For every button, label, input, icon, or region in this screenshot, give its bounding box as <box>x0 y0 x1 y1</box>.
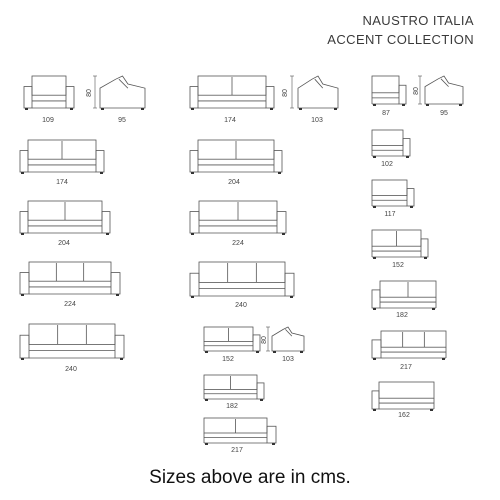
armchair-front <box>23 75 75 110</box>
label-armchair-height: 80 <box>86 89 93 97</box>
armchair-side <box>99 75 146 110</box>
brand-name: NAUSTRO ITALIA <box>362 13 474 28</box>
module-4 <box>371 280 437 310</box>
sofa-b-2 <box>189 200 287 235</box>
chaise-b-front <box>203 326 261 353</box>
label-chaise-b-2: 217 <box>231 447 243 454</box>
module-height-mark <box>418 75 422 105</box>
sizes-note: Sizes above are in cms. <box>149 467 351 488</box>
chaise-b-2 <box>203 417 277 445</box>
module-2 <box>371 179 415 208</box>
label-chaise-b-1: 182 <box>226 403 238 410</box>
sofa-a-1 <box>19 139 105 174</box>
sofa-a-4 <box>19 323 125 360</box>
label-sofa-a-1: 174 <box>56 179 68 186</box>
label-sofa-b-3: 240 <box>235 302 247 309</box>
sofa-b-side <box>297 75 339 110</box>
sofa-a-3 <box>19 261 121 296</box>
label-module-4: 182 <box>396 312 408 319</box>
label-module-6: 162 <box>398 412 410 419</box>
label-sofa-b-height: 80 <box>282 89 289 97</box>
label-chaise-b-height: 80 <box>261 336 268 344</box>
label-module-5: 217 <box>400 364 412 371</box>
chaise-b-height-mark <box>266 326 270 352</box>
module-5 <box>371 330 447 360</box>
module-side <box>424 75 464 106</box>
label-sofa-a-4: 240 <box>65 366 77 373</box>
sofa-b-height-mark <box>290 75 294 109</box>
chaise-b-1 <box>203 374 265 401</box>
label-armchair-width: 109 <box>42 117 54 124</box>
collection-name: ACCENT COLLECTION <box>327 32 474 47</box>
label-module-1: 102 <box>381 161 393 168</box>
armchair-height-mark <box>93 75 97 109</box>
label-sofa-b-width: 174 <box>224 117 236 124</box>
sofa-b-front <box>189 75 275 110</box>
module-1 <box>371 129 411 158</box>
label-sofa-b-1: 204 <box>228 179 240 186</box>
module-3 <box>371 229 429 259</box>
sofa-b-3 <box>189 261 295 298</box>
sofa-b-1 <box>189 139 283 174</box>
label-sofa-a-3: 224 <box>64 301 76 308</box>
label-chaise-b-width: 152 <box>222 356 234 363</box>
label-module-height: 80 <box>413 87 420 95</box>
chaise-b-side <box>271 326 305 353</box>
module-6 <box>371 381 435 411</box>
label-module-3: 152 <box>392 262 404 269</box>
label-module-2: 117 <box>384 211 395 218</box>
module-front <box>371 75 407 106</box>
label-chaise-b-depth: 103 <box>282 356 294 363</box>
sofa-a-2 <box>19 200 111 235</box>
label-module-width: 87 <box>382 110 390 117</box>
label-sofa-b-2: 224 <box>232 240 244 247</box>
label-sofa-a-2: 204 <box>58 240 70 247</box>
label-module-depth: 95 <box>440 110 448 117</box>
label-sofa-b-depth: 103 <box>311 117 323 124</box>
label-armchair-depth: 95 <box>118 117 126 124</box>
